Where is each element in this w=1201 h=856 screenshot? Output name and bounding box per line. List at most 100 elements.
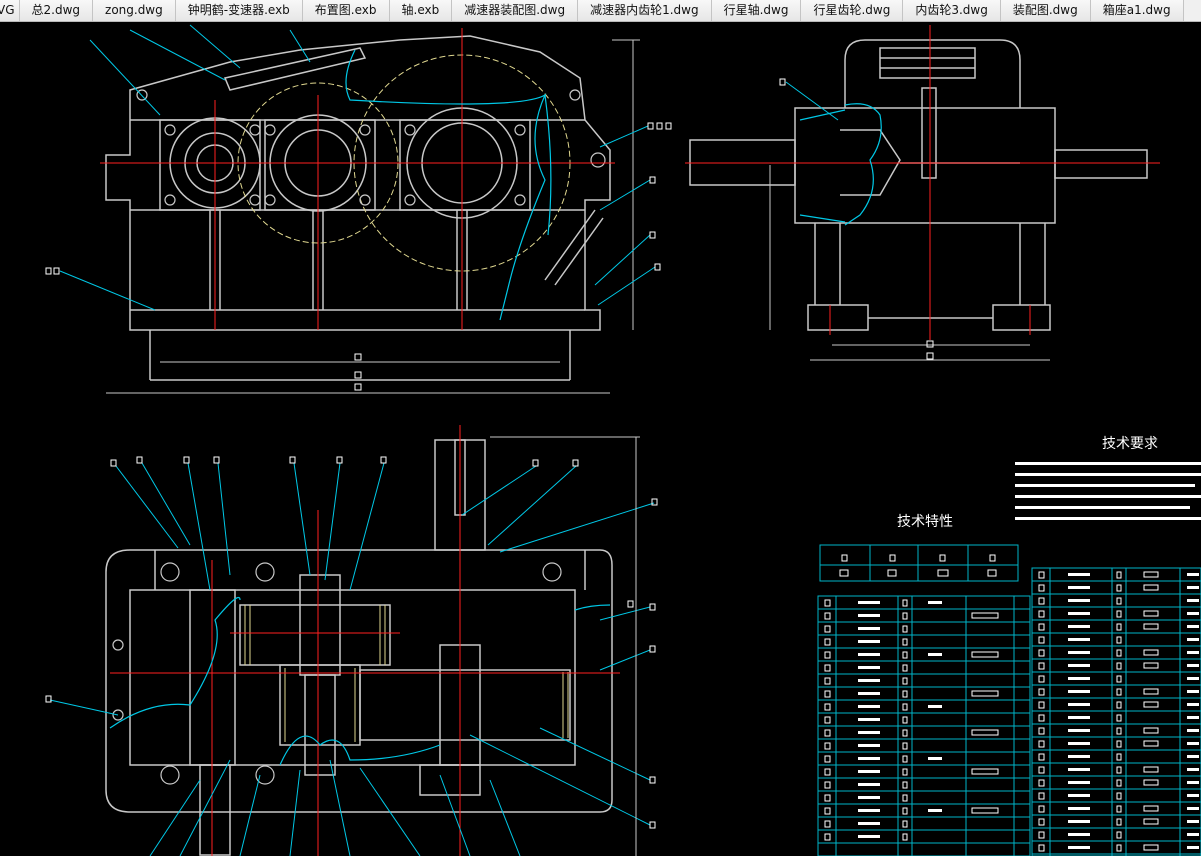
- parts-list-left-index-mark: [824, 755, 831, 763]
- tab-xiangzuo[interactable]: 箱座a1.dwg: [1090, 0, 1184, 21]
- tab-zong[interactable]: zong.dwg: [93, 0, 176, 21]
- parts-list-left-name-mark: [858, 653, 880, 656]
- side-view-centerlines: [685, 25, 1160, 340]
- parts-list-right-index-mark: [1038, 610, 1045, 618]
- tab-jiansuqi-zhuangpeitu[interactable]: 减速器装配图.dwg: [452, 0, 579, 21]
- parts-list-right-material-mark: [1143, 779, 1159, 786]
- parts-list-right-note-mark: [1187, 846, 1199, 849]
- tech-characteristics-title: 技术特性: [897, 514, 953, 530]
- parts-list-left-note-mark: [928, 809, 942, 812]
- parts-list-right-note-mark: [1187, 729, 1199, 732]
- parts-list-right-qty-mark: [1116, 714, 1122, 722]
- parts-list-right-name-mark: [1068, 716, 1090, 719]
- parts-list-left-qty-mark: [902, 625, 908, 633]
- parts-list-left-name-mark: [858, 796, 880, 799]
- parts-list-left-index-mark: [824, 729, 831, 737]
- parts-list-left-index-mark: [824, 612, 831, 620]
- parts-list-right-material-mark: [1143, 844, 1159, 851]
- parts-list-left-qty-mark: [902, 781, 908, 789]
- parts-list-right-name-mark: [1068, 794, 1090, 797]
- parts-list-left-name-mark: [858, 731, 880, 734]
- parts-list-left-name-mark: [858, 679, 880, 682]
- parts-list-left-index-mark: [824, 651, 831, 659]
- parts-list-right-material-mark: [1143, 688, 1159, 695]
- tab-vg[interactable]: VG: [0, 0, 20, 21]
- cad-drawing: 技术要求 技术特性: [45, 24, 1201, 856]
- parts-list-left-note-mark: [928, 757, 942, 760]
- plan-view-labels: [45, 456, 658, 829]
- parts-list-right-index-mark: [1038, 831, 1045, 839]
- tab-buzhitu[interactable]: 布置图.exb: [302, 0, 390, 21]
- parts-list-right-index-mark: [1038, 818, 1045, 826]
- parts-list-left-name-mark: [858, 770, 880, 773]
- parts-list-right-index-mark: [1038, 636, 1045, 644]
- tab-zong2[interactable]: 总2.dwg: [19, 0, 94, 21]
- parts-list-left-qty-mark: [902, 638, 908, 646]
- tech-requirements-title: 技术要求: [1102, 436, 1158, 452]
- parts-list-left-name-mark: [858, 692, 880, 695]
- parts-list-left-name-mark: [858, 822, 880, 825]
- parts-list-left-qty-mark: [902, 768, 908, 776]
- tab-zhuangpeitu[interactable]: 装配图.dwg: [1000, 0, 1091, 21]
- drawing-canvas[interactable]: 技术要求 技术特性: [0, 22, 1201, 856]
- parts-list-left-material-mark: [971, 690, 999, 697]
- front-view-bolts: [136, 89, 606, 206]
- parts-list-right-index-mark: [1038, 675, 1045, 683]
- parts-list-right-index-mark: [1038, 779, 1045, 787]
- parts-list-left-material-mark: [971, 612, 999, 619]
- tab-neichilun3[interactable]: 内齿轮3.dwg: [903, 0, 1001, 21]
- parts-list-right-index-mark: [1038, 584, 1045, 592]
- parts-list-right-material-mark: [1143, 805, 1159, 812]
- parts-list-left-name-mark: [858, 614, 880, 617]
- parts-list-right-index-mark: [1038, 649, 1045, 657]
- parts-list-left-index-mark: [824, 625, 831, 633]
- tab-zhou[interactable]: 轴.exb: [389, 0, 453, 21]
- parts-list-right-index-mark: [1038, 688, 1045, 696]
- parts-list-right-qty-mark: [1116, 701, 1122, 709]
- parts-list-left-name-mark: [858, 640, 880, 643]
- parts-list-right-name-mark: [1068, 755, 1090, 758]
- parts-list-right-index-mark: [1038, 623, 1045, 631]
- parts-list-right-index-mark: [1038, 766, 1045, 774]
- parts-list-left-qty-mark: [902, 755, 908, 763]
- tab-xingxingchilun[interactable]: 行星齿轮.dwg: [801, 0, 904, 21]
- parts-list-right-material-mark: [1143, 818, 1159, 825]
- parts-list-right-index-mark: [1038, 714, 1045, 722]
- parts-list-left-note-mark: [928, 601, 942, 604]
- parts-list-right-material-mark: [1143, 649, 1159, 656]
- parts-list-right-qty-mark: [1116, 727, 1122, 735]
- parts-list-right-note-mark: [1187, 612, 1199, 615]
- tech-characteristics-table: [819, 544, 1019, 582]
- parts-list-left-name-mark: [858, 835, 880, 838]
- parts-list-right-note-mark: [1187, 742, 1199, 745]
- file-tab-bar: VG 总2.dwg zong.dwg 钟明鹤-变速器.exb 布置图.exb 轴…: [0, 0, 1201, 22]
- parts-list-left-qty-mark: [902, 703, 908, 711]
- parts-list-right-material-mark: [1143, 610, 1159, 617]
- tab-xingxingzhou[interactable]: 行星轴.dwg: [711, 0, 802, 21]
- parts-list-left-qty-mark: [902, 690, 908, 698]
- parts-list-right-note-mark: [1187, 833, 1199, 836]
- parts-list-left-index-mark: [824, 690, 831, 698]
- parts-list-right-note-mark: [1187, 625, 1199, 628]
- parts-list-right-note-mark: [1187, 716, 1199, 719]
- parts-list-right-qty-mark: [1116, 662, 1122, 670]
- plan-view-bolts: [112, 562, 562, 785]
- parts-list-right-note-mark: [1187, 781, 1199, 784]
- parts-list-left-qty-mark: [902, 677, 908, 685]
- parts-list-right-note-mark: [1187, 755, 1199, 758]
- parts-list-right-index-mark: [1038, 571, 1045, 579]
- parts-list-right-note-mark: [1187, 703, 1199, 706]
- parts-list-right-qty-mark: [1116, 805, 1122, 813]
- parts-list-right-material-mark: [1143, 740, 1159, 747]
- side-view-labels: [779, 78, 934, 360]
- parts-list-right-name-mark: [1068, 833, 1090, 836]
- tech-requirements-text: [1015, 462, 1201, 520]
- parts-list-right-name-mark: [1068, 651, 1090, 654]
- tab-biansuqi[interactable]: 钟明鹤-变速器.exb: [175, 0, 303, 21]
- parts-list-left-qty-mark: [902, 833, 908, 841]
- parts-list-right-index-mark: [1038, 727, 1045, 735]
- parts-list-right-qty-mark: [1116, 623, 1122, 631]
- parts-list-left-qty-mark: [902, 729, 908, 737]
- tab-jiansuqi-neichilun[interactable]: 减速器内齿轮1.dwg: [578, 0, 712, 21]
- parts-list-right-name-mark: [1068, 703, 1090, 706]
